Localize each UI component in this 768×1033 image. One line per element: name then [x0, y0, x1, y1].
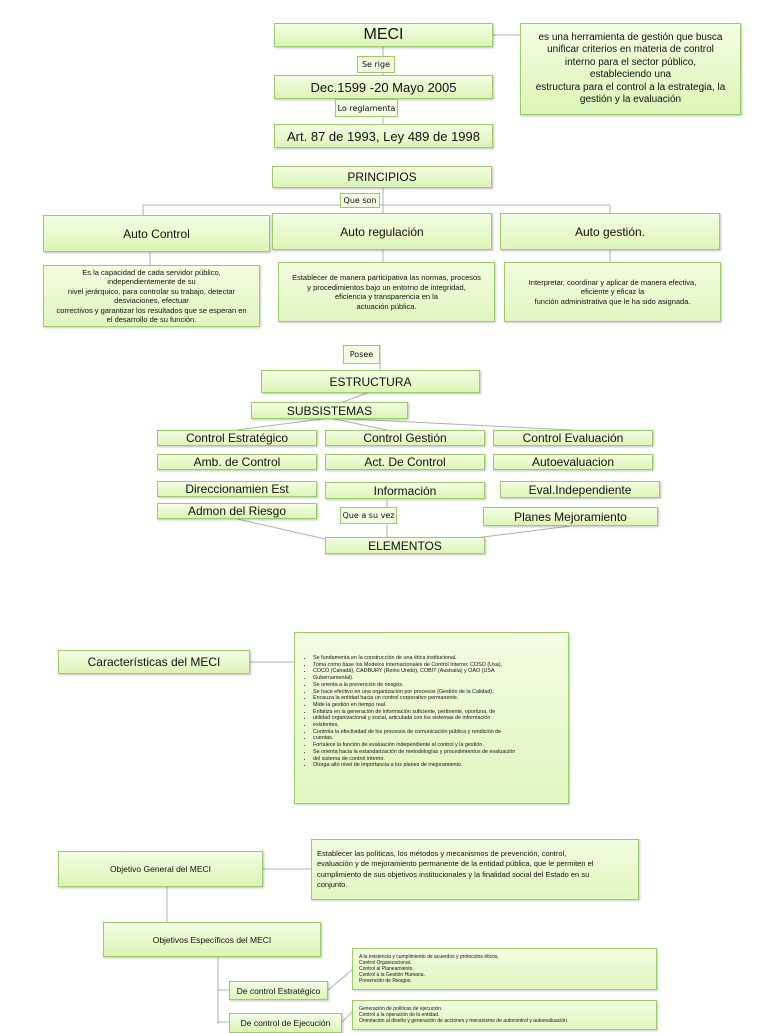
- meci-title-box: MECI: [274, 23, 493, 47]
- caracteristica-item: Encauza la entidad hacia un control corp…: [313, 695, 515, 702]
- caracteristica-item: Fortalece la función de evaluación indep…: [313, 742, 515, 749]
- caracteristica-item: Otorga alto nivel de importancia a los p…: [313, 762, 515, 769]
- informacion-box: Información: [325, 482, 485, 499]
- auto-regulacion-desc: Establecer de manera participativa las n…: [278, 262, 495, 322]
- caracteristica-item: Enfatiza en la generación de información…: [313, 709, 515, 716]
- control-gestion-box: Control Gestión: [325, 430, 485, 446]
- caracteristica-item: utilidad organizacional y social, articu…: [313, 715, 515, 722]
- subsistemas-title: SUBSISTEMAS: [286, 403, 373, 418]
- estructura-title: ESTRUCTURA: [329, 374, 412, 389]
- principio-auto-gestion: Auto gestión.: [500, 213, 720, 250]
- objetivo-general-box: Objetivo General del MECI: [58, 851, 263, 887]
- estructura-box: ESTRUCTURA: [261, 370, 480, 393]
- objetivo-general-desc: Establecer las políticas, los métodos y …: [317, 848, 594, 890]
- caracteristica-item: Toma como base los Modelos Internacional…: [313, 662, 515, 669]
- control-evaluacion-box: Control Evaluación: [493, 430, 653, 446]
- control-ejecucion-obj-box: De control de Ejecución: [229, 1013, 342, 1033]
- objetivos-especificos-title: Objetivos Específicos del MECI: [152, 934, 272, 945]
- principio-auto-control: Auto Control: [43, 215, 270, 252]
- posee-label: Posee: [343, 345, 380, 364]
- planes-mejoramiento-box: Planes Mejoramiento: [483, 507, 658, 526]
- control-estrategico-obj-box: De control Estratégico: [229, 981, 328, 1000]
- meci-description: es una herramienta de gestión que busca …: [535, 31, 726, 106]
- objetivo-general-title: Objetivo General del MECI: [109, 864, 212, 874]
- meci-title: MECI: [363, 26, 404, 43]
- meci-description-box: es una herramienta de gestión que busca …: [520, 23, 741, 115]
- caracteristicas-list: Se fundamenta en la construcción de una …: [301, 655, 515, 769]
- caracteristica-item: Se hace efectivo en una organización por…: [313, 689, 515, 696]
- caracteristicas-box: Características del MECI: [58, 650, 250, 674]
- caracteristica-item: COCO (Canadá), CADBURY (Reino Unido), CO…: [313, 668, 515, 675]
- autoevaluacion-box: Autoevaluacion: [493, 454, 653, 470]
- se-rige-label: Se rige: [357, 56, 395, 73]
- caracteristicas-list-box: Se fundamenta en la construcción de una …: [294, 632, 569, 804]
- caracteristica-item: Controla la efectividad de los procesos …: [313, 729, 515, 736]
- caracteristica-item: Se orienta hacia la estandarización de m…: [313, 749, 515, 756]
- principios-box: PRINCIPIOS: [272, 166, 492, 188]
- caracteristica-item: cuentas.: [313, 735, 515, 742]
- elementos-box: ELEMENTOS: [325, 537, 485, 554]
- act-control-box: Act. De Control: [325, 454, 485, 470]
- law-text: Art. 87 de 1993, Ley 489 de 1998: [287, 128, 480, 144]
- law-box: Art. 87 de 1993, Ley 489 de 1998: [274, 124, 493, 148]
- caracteristicas-title: Características del MECI: [87, 655, 221, 669]
- caracteristica-item: Mide la gestión en tiempo real.: [313, 702, 515, 709]
- amb-control-box: Amb. de Control: [157, 454, 317, 470]
- objetivo-general-desc-box: Establecer las políticas, los métodos y …: [311, 839, 639, 900]
- que-a-su-vez-label: Que a su vez: [340, 507, 397, 524]
- direccionamiento-box: Direccionamien Est: [157, 481, 317, 497]
- auto-gestion-desc: Interpretar, coordinar y aplicar de mane…: [504, 262, 721, 322]
- control-ejecucion-obj-desc: Generación de políticas de ejecución. Co…: [352, 1000, 657, 1030]
- decree-box: Dec.1599 -20 Mayo 2005: [274, 75, 493, 99]
- admon-riesgo-box: Admon del Riesgo: [157, 503, 317, 519]
- reglamenta-label: Lo reglamenta: [335, 99, 398, 117]
- eval-independiente-box: Eval.Independiente: [500, 481, 660, 498]
- elementos-title: ELEMENTOS: [368, 538, 442, 553]
- principios-title: PRINCIPIOS: [347, 170, 417, 184]
- subsistemas-box: SUBSISTEMAS: [251, 402, 408, 419]
- decree-text: Dec.1599 -20 Mayo 2005: [310, 79, 457, 95]
- auto-control-desc: Es la capacidad de cada servidor público…: [43, 265, 260, 327]
- caracteristica-item: Se fundamenta en la construcción de una …: [313, 655, 515, 662]
- principio-auto-regulacion: Auto regulación: [272, 213, 492, 250]
- control-estrategico-obj-desc: A la existencia y cumplimiento de acuerd…: [352, 948, 657, 990]
- caracteristica-item: existentes.: [313, 722, 515, 729]
- objetivos-especificos-box: Objetivos Específicos del MECI: [103, 922, 321, 957]
- caracteristica-item: del sistema de control interno.: [313, 756, 515, 763]
- control-estrategico-box: Control Estratégico: [157, 430, 317, 446]
- que-son-label: Que son: [340, 193, 380, 208]
- caracteristica-item: Gubernamental).: [313, 675, 515, 682]
- caracteristica-item: Se orienta a la prevención de riesgos.: [313, 682, 515, 689]
